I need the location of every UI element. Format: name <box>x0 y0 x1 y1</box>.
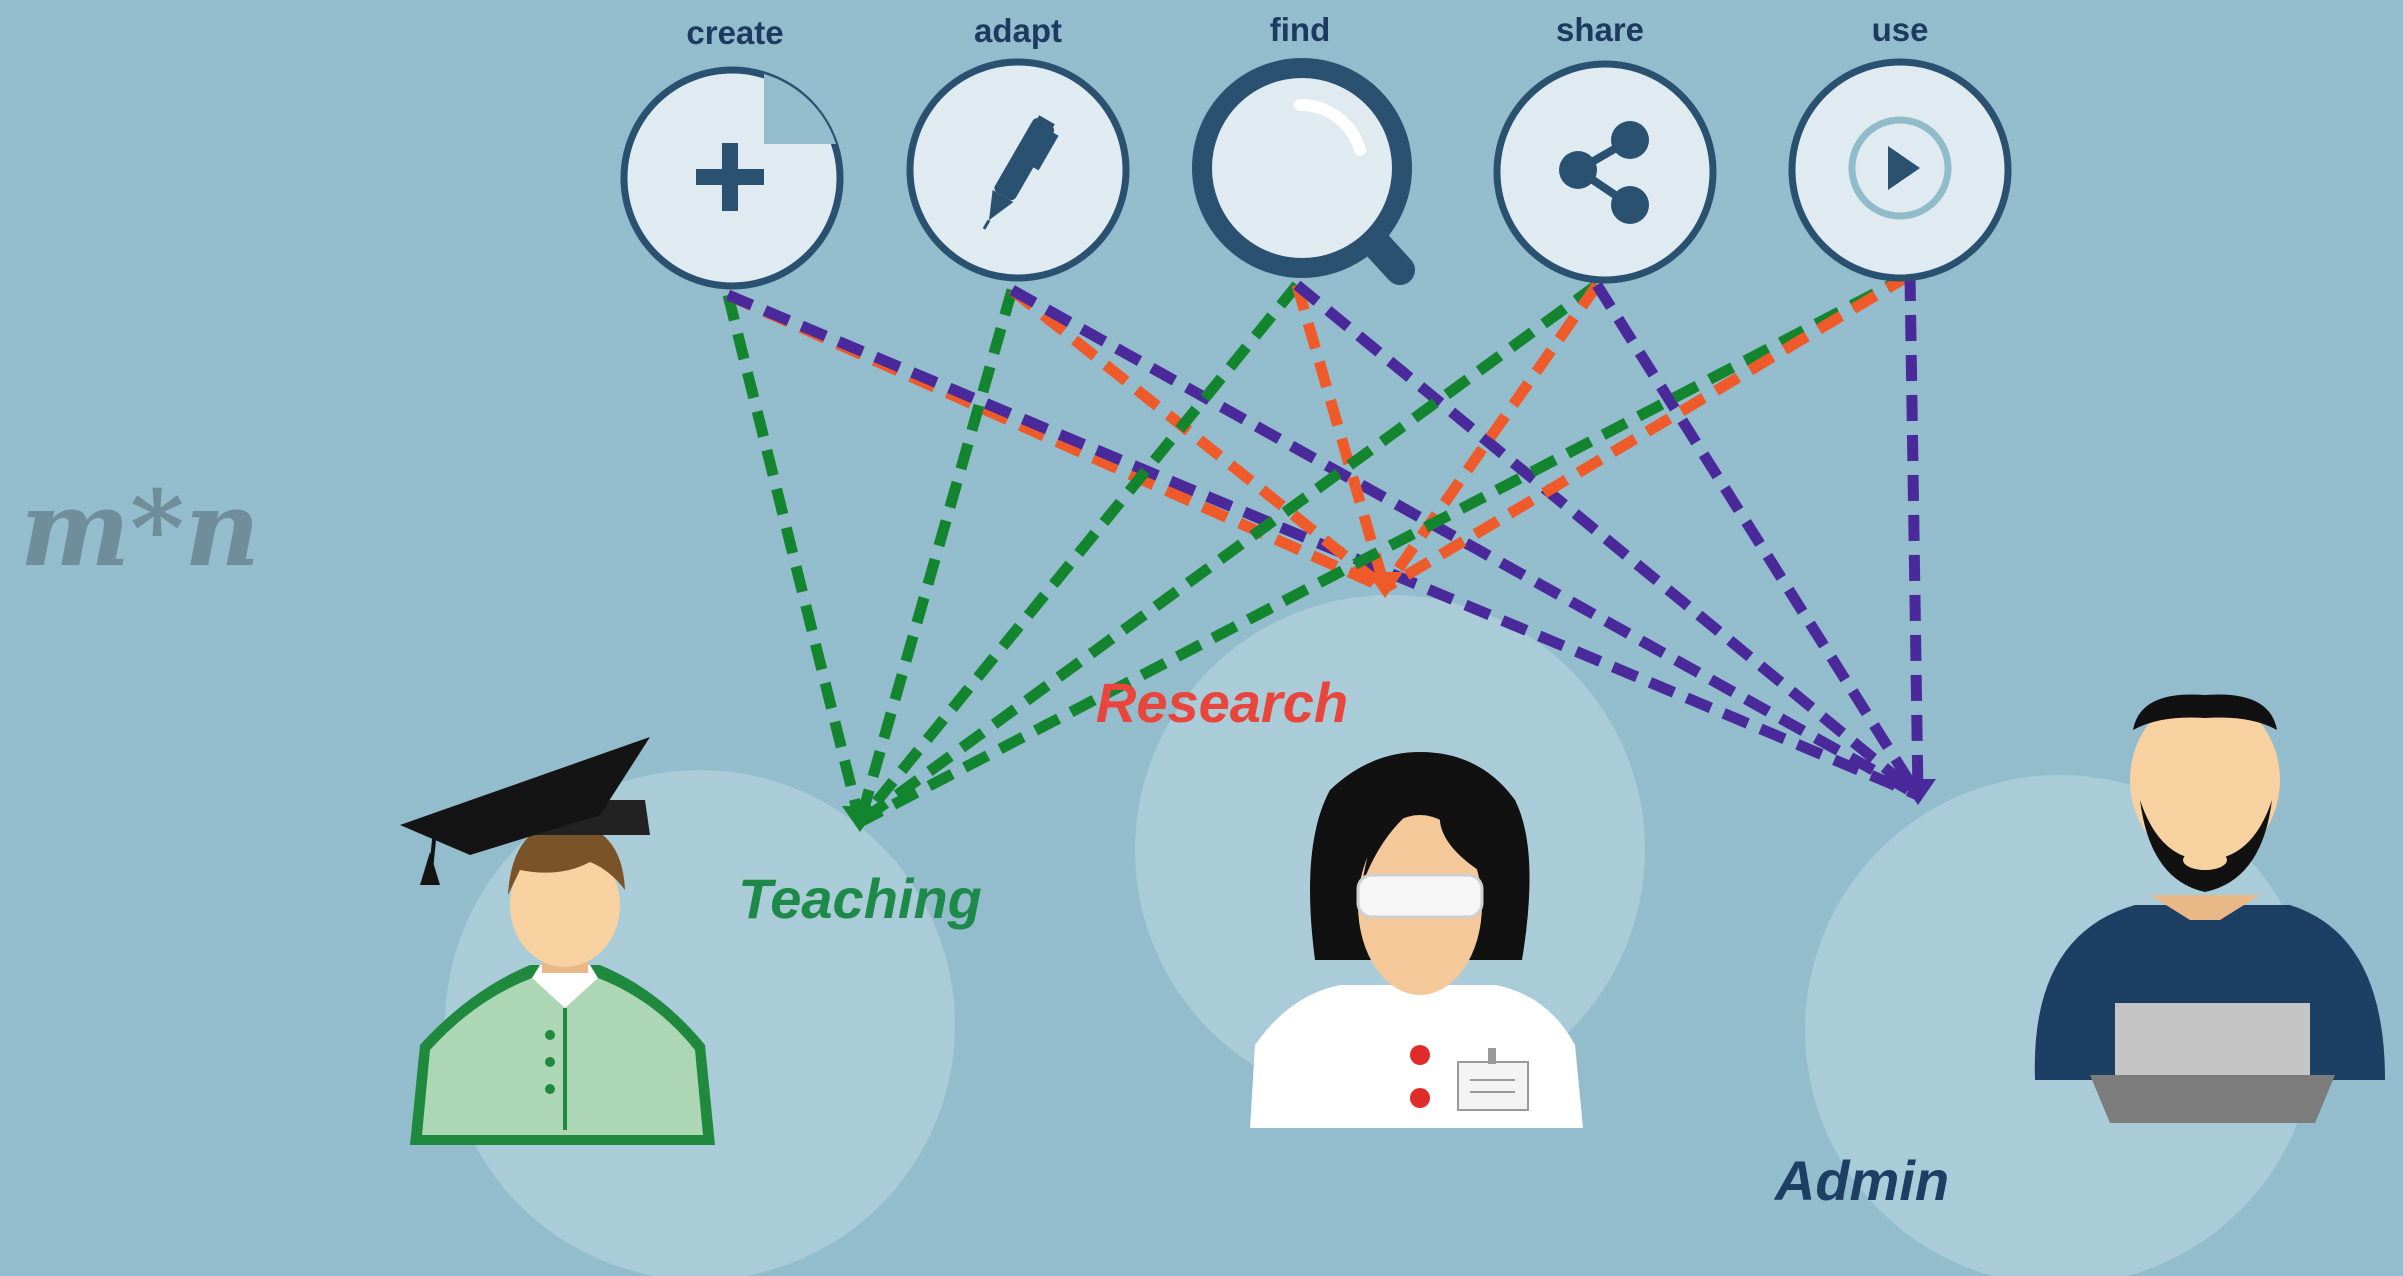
play-icon <box>1848 116 1952 220</box>
link-share-research <box>1380 281 1602 592</box>
link-share-admin <box>1592 282 1923 798</box>
link-create-research <box>725 289 1388 594</box>
find-button[interactable] <box>1192 58 1415 285</box>
link-use-research <box>1382 270 1913 593</box>
adapt-button[interactable] <box>906 58 1130 282</box>
link-find-admin <box>1293 280 1922 800</box>
arrowhead-admin <box>1900 779 1936 805</box>
link-find-research <box>1291 283 1391 590</box>
link-share-teaching <box>856 280 1601 827</box>
arrowhead-research <box>1367 572 1403 598</box>
action-label-share: share <box>1556 11 1644 48</box>
graduate-icon <box>400 737 715 1145</box>
links-layer <box>722 270 1936 832</box>
role-label-research: Research <box>1096 671 1348 734</box>
link-adapt-admin <box>1009 285 1921 800</box>
role-label-admin: Admin <box>1773 1149 1949 1212</box>
create-button[interactable] <box>620 66 844 290</box>
share-icon <box>1559 121 1649 224</box>
arrowhead-teaching <box>842 806 878 832</box>
page-corner-icon <box>764 74 836 144</box>
action-label-use: use <box>1872 11 1929 48</box>
action-label-adapt: adapt <box>974 12 1062 49</box>
role-label-teaching: Teaching <box>738 867 982 930</box>
admin-laptop-icon <box>2034 694 2385 1123</box>
link-use-admin <box>1904 274 1924 796</box>
action-label-create: create <box>686 14 783 51</box>
use-button[interactable] <box>1788 58 2012 282</box>
link-adapt-teaching <box>854 288 1018 824</box>
formula-label: m*n <box>20 467 260 590</box>
link-find-teaching <box>855 281 1302 826</box>
pen-icon <box>982 115 1059 230</box>
plus-icon <box>696 143 764 211</box>
scientist-icon <box>1250 752 1583 1128</box>
share-button[interactable] <box>1493 60 1717 284</box>
link-create-teaching <box>722 293 866 824</box>
magnifier-icon <box>1294 98 1366 156</box>
action-label-find: find <box>1270 11 1330 48</box>
